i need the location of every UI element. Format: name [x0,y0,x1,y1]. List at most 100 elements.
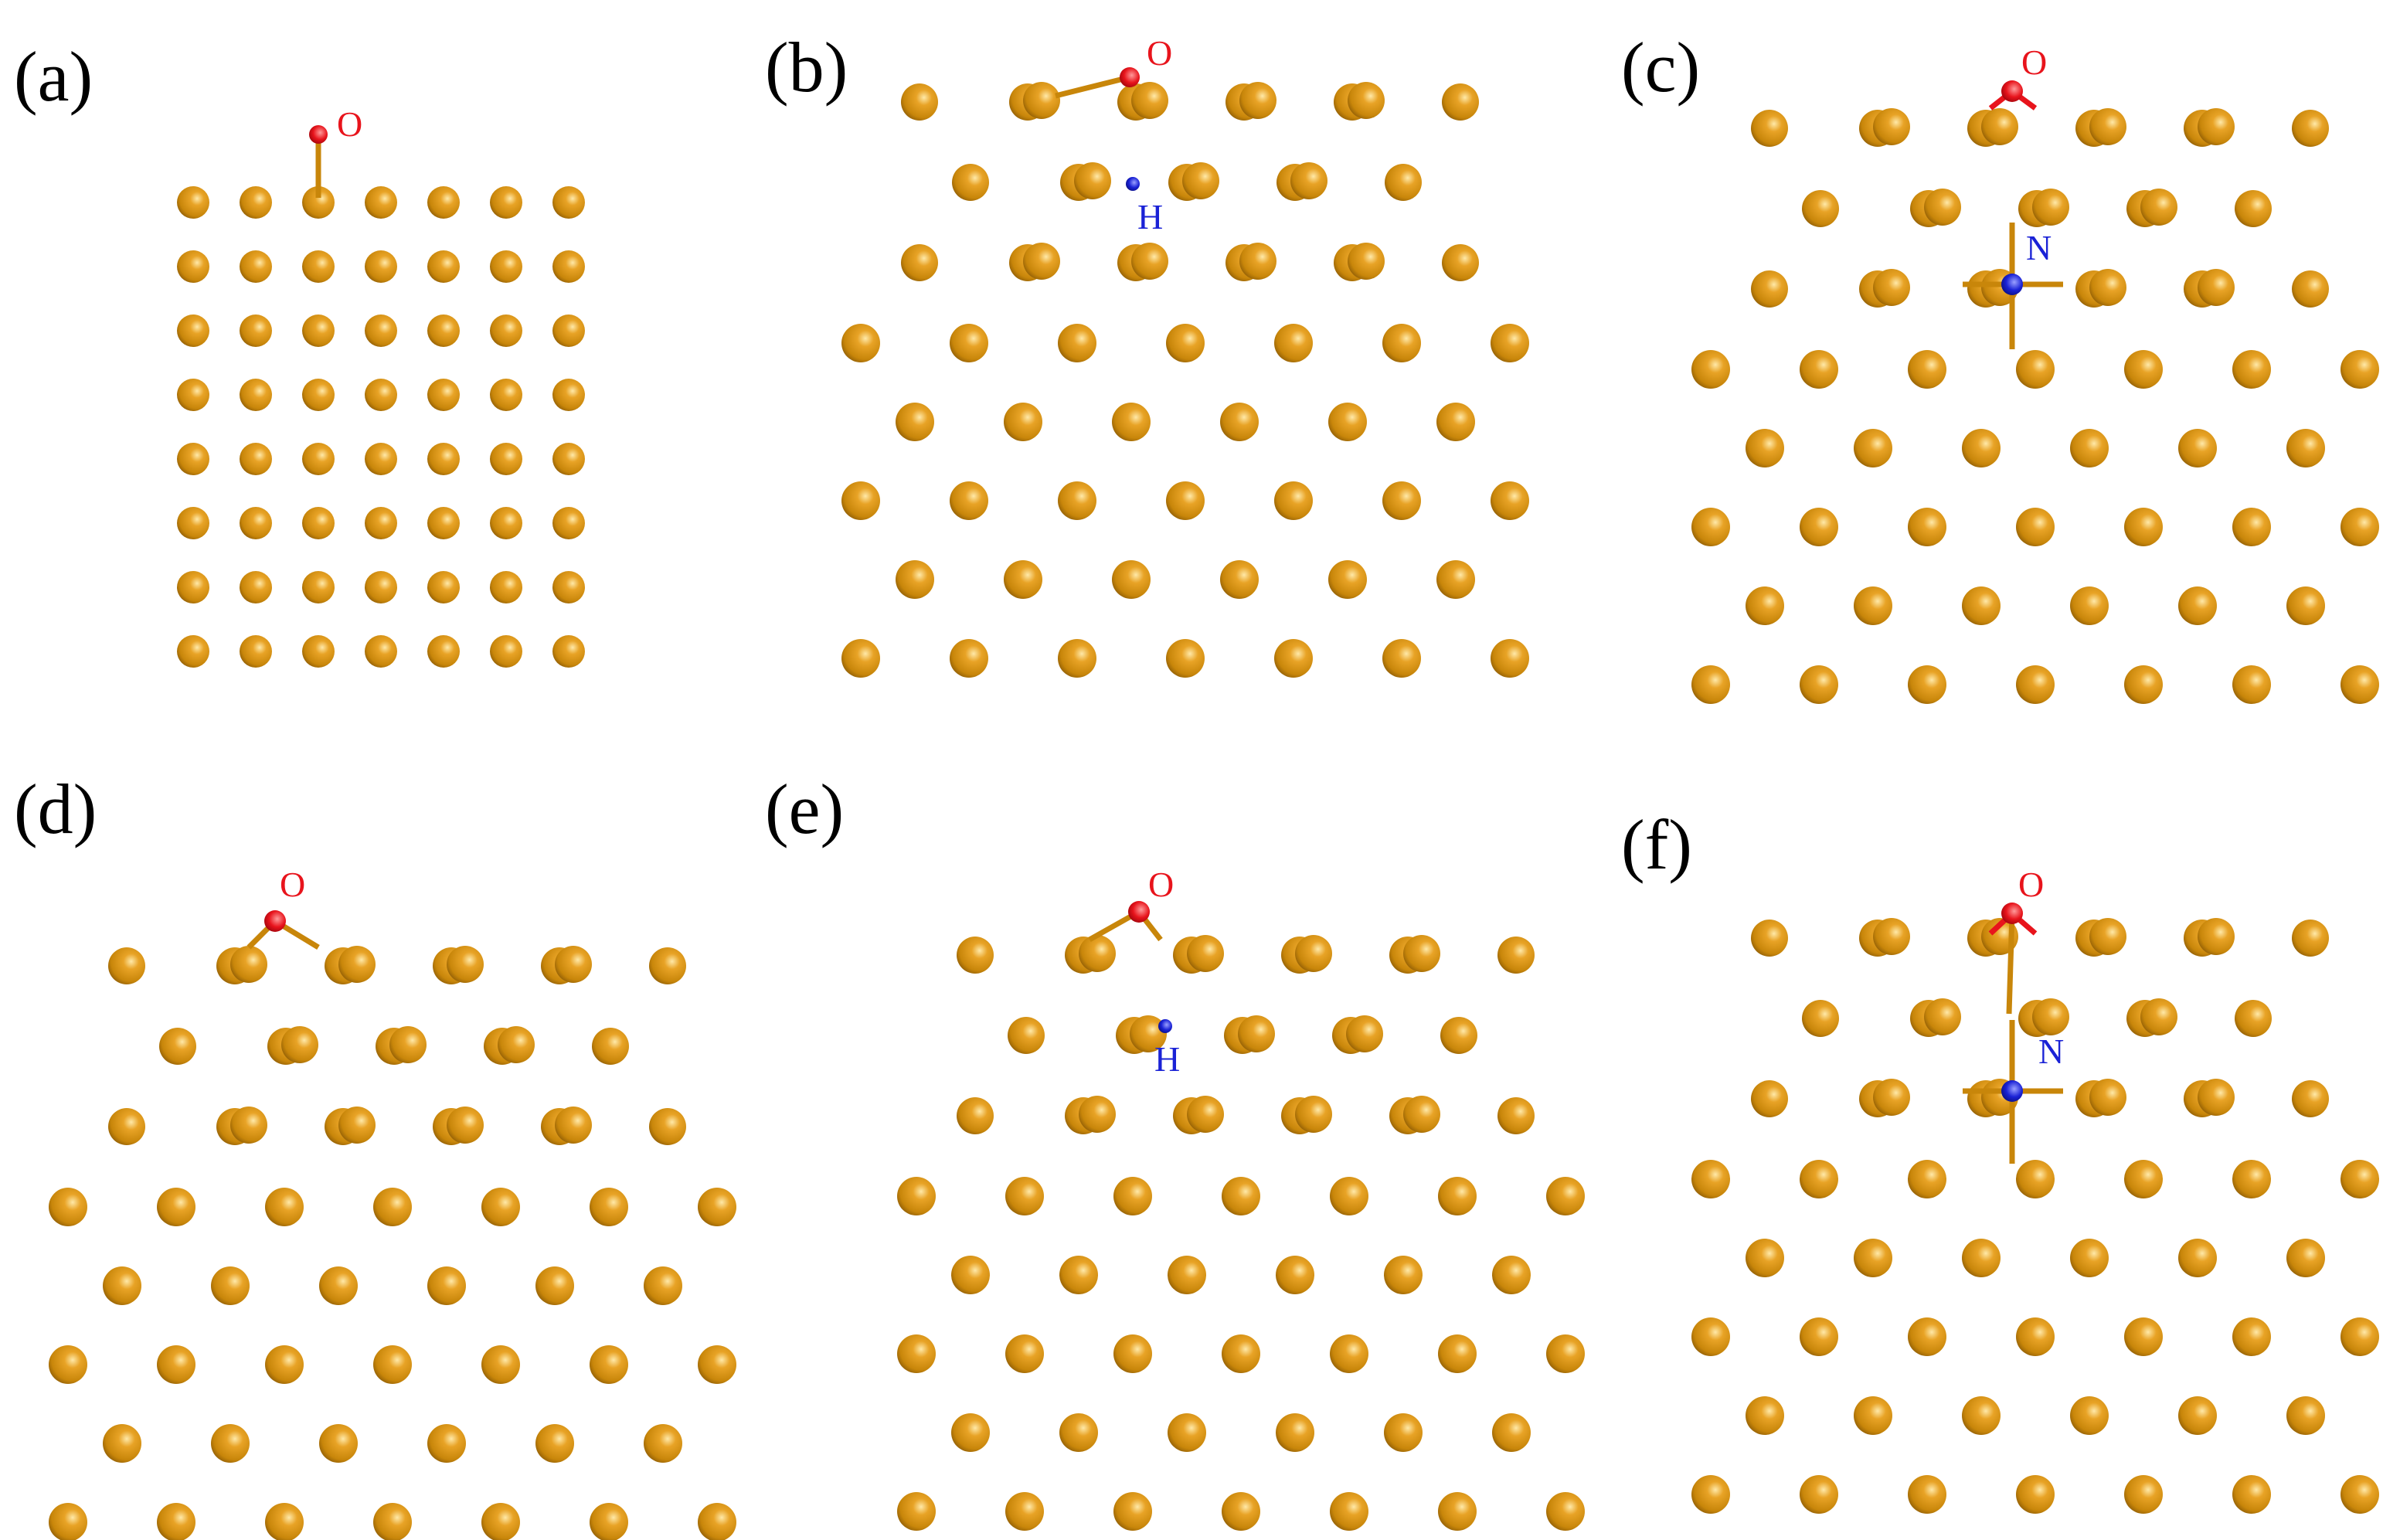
substrate-atom [2124,1317,2163,1356]
substrate-atom [1436,403,1475,441]
substrate-atom [2016,1317,2055,1356]
substrate-atom [698,1503,736,1540]
substrate-atom [365,571,397,603]
substrate-atom [2232,1317,2271,1356]
substrate-atom [2070,1239,2109,1277]
substrate-atom [211,1266,250,1305]
substrate-atom [177,635,209,668]
hydrogen-label: H [1137,197,1163,236]
substrate-atom [1746,429,1784,467]
substrate-atom [1382,481,1421,520]
substrate-atom [1908,508,1946,546]
substrate-atom [1438,1177,1477,1215]
panel-b-label: (b) [765,28,848,107]
substrate-atom [302,186,335,219]
substrate-atom [1746,1396,1784,1435]
substrate-atom [2178,586,2217,625]
substrate-atom [1168,1413,1206,1452]
substrate-atom [1079,1096,1116,1133]
substrate-atom [2124,1475,2163,1514]
substrate-atom [1005,1334,1044,1373]
substrate-atom [1187,935,1224,972]
substrate-atom [555,946,592,983]
substrate-atom [2089,918,2126,955]
nitrogen-label: N [2026,228,2052,267]
substrate-atom [365,186,397,219]
substrate-atom [2178,429,2217,467]
panel-e: (e) O H [765,770,1585,1531]
substrate-atom [1382,324,1421,362]
substrate-atom [1274,639,1313,678]
panel-b-adsorbate: O H [1055,33,1172,236]
substrate-atom [490,314,522,347]
o-bond [1055,74,1130,99]
substrate-atom [49,1345,87,1384]
substrate-atom [2032,998,2069,1035]
hydrogen-label: H [1154,1039,1180,1079]
substrate-atom [2089,1079,2126,1116]
substrate-atom [1348,243,1385,280]
substrate-atom [427,1266,466,1305]
substrate-atom [649,947,686,984]
substrate-atom [951,1256,990,1294]
substrate-atom [897,1492,936,1531]
substrate-atom [1800,350,1838,389]
substrate-atom [1908,665,1946,704]
substrate-atom [302,314,335,347]
substrate-atom [108,947,145,984]
substrate-atom [1059,1256,1098,1294]
substrate-atom [535,1424,574,1463]
substrate-atom [1382,639,1421,678]
substrate-atom [1384,1413,1423,1452]
substrate-atom [555,1107,592,1144]
substrate-atom [2178,1396,2217,1435]
substrate-atom [1491,639,1529,678]
substrate-atom [1058,324,1096,362]
oxygen-label: O [1148,865,1174,904]
substrate-atom [1276,1413,1314,1452]
substrate-atom [1059,1413,1098,1452]
substrate-atom [950,481,988,520]
substrate-atom [211,1424,250,1463]
substrate-atom [177,443,209,475]
substrate-atom [1497,1097,1535,1134]
substrate-atom [177,250,209,283]
substrate-atom [2286,586,2325,625]
substrate-atom [1004,560,1042,599]
substrate-atom [644,1266,682,1305]
panel-c-label: (c) [1621,28,1700,107]
substrate-atom [427,443,460,475]
substrate-atom [1751,1080,1788,1117]
hydrogen-atom [1126,177,1140,191]
substrate-atom [447,1107,484,1144]
substrate-atom [373,1503,412,1540]
substrate-atom [389,1026,427,1063]
substrate-atom [2286,1239,2325,1277]
substrate-atom [1112,403,1151,441]
substrate-atom [319,1266,358,1305]
substrate-atom [1004,403,1042,441]
substrate-atom [365,507,397,539]
substrate-atom [552,379,585,411]
substrate-atom [1330,1334,1368,1373]
substrate-atom [552,186,585,219]
substrate-atom [1546,1177,1585,1215]
substrate-atom [644,1424,682,1463]
substrate-atom [481,1345,520,1384]
oxygen-label: O [2021,42,2047,82]
substrate-atom [1238,1015,1275,1052]
oxygen-label: O [280,865,305,904]
substrate-atom [2198,918,2235,955]
substrate-atom [240,443,272,475]
oxygen-atom [1128,901,1150,923]
substrate-atom [2070,1396,2109,1435]
substrate-atom [896,403,934,441]
substrate-atom [1873,269,1910,306]
substrate-atom [841,639,880,678]
substrate-atom [427,635,460,668]
substrate-atom [2016,665,2055,704]
substrate-atom [2292,110,2329,147]
substrate-atom [1168,1256,1206,1294]
substrate-atom [177,507,209,539]
